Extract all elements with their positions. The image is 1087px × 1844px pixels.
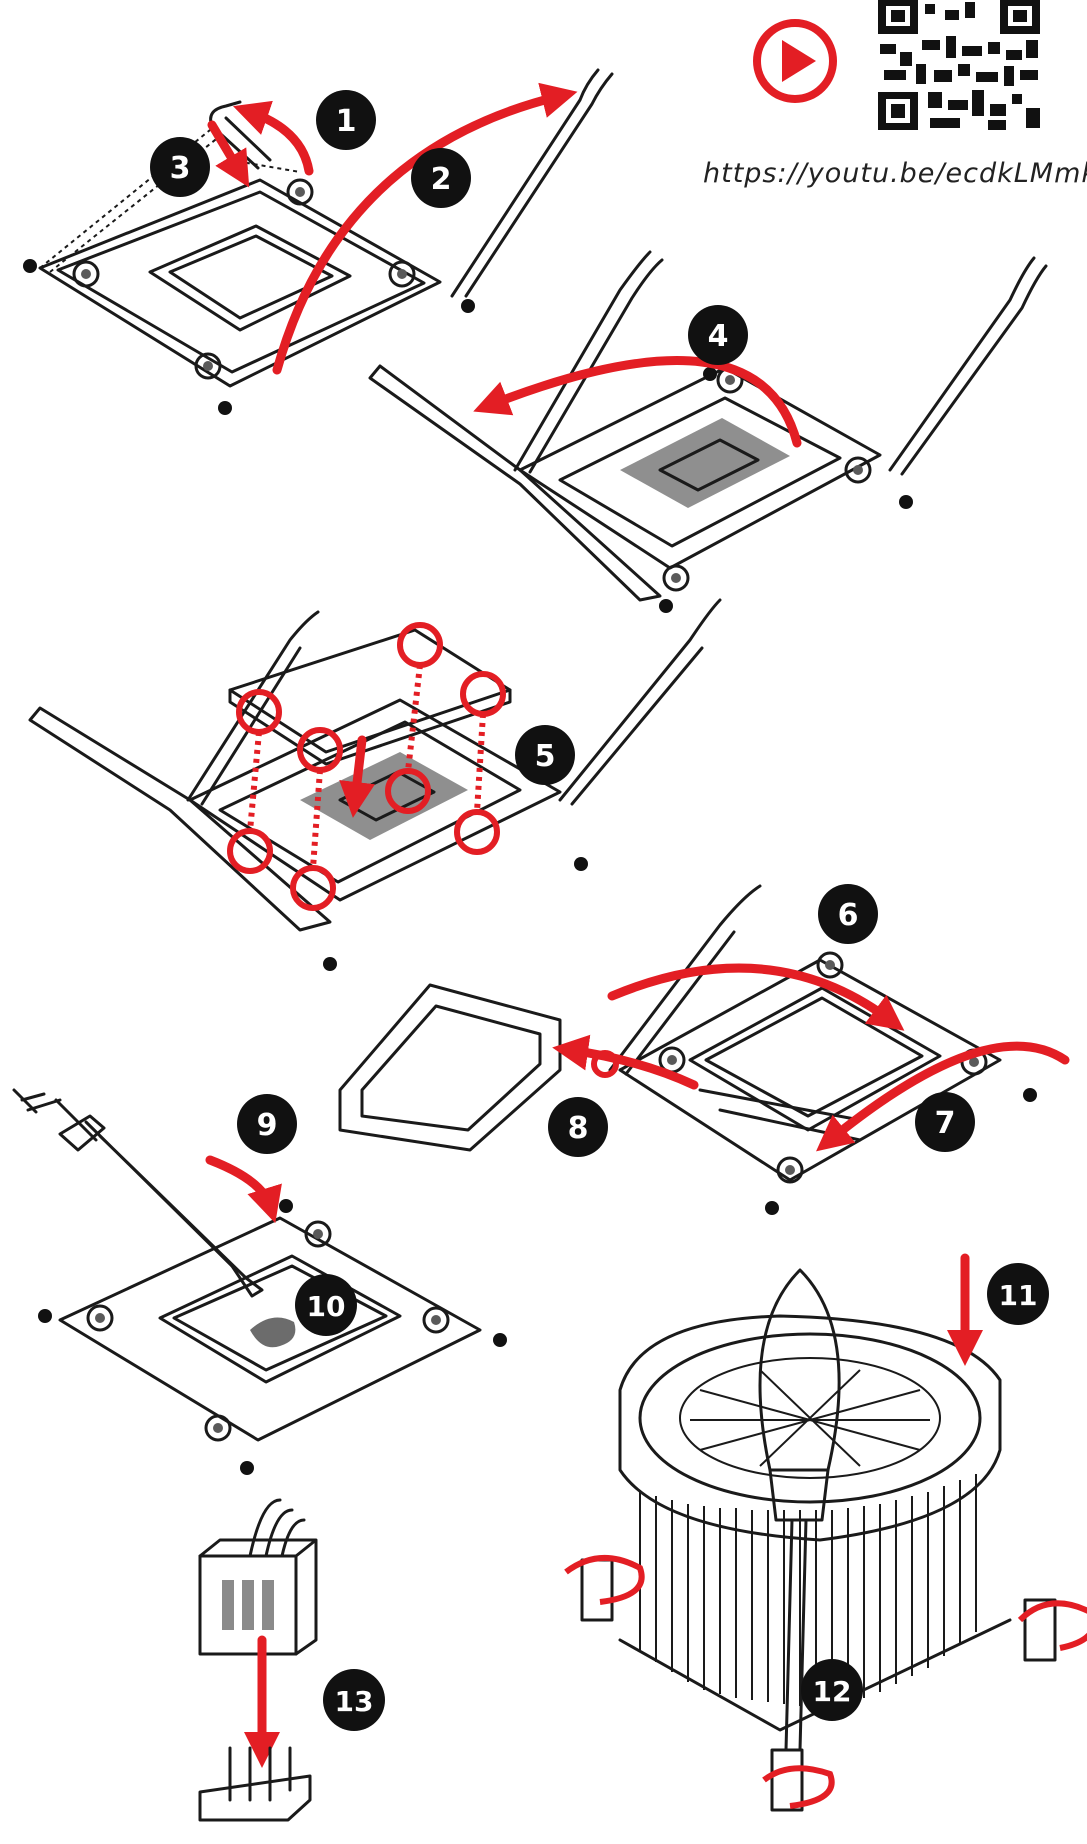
socket-open-illustration	[368, 250, 1048, 613]
step-badge-3: 3	[150, 137, 210, 197]
step-badge-2: 2	[411, 148, 471, 208]
cpu-placement-illustration	[28, 598, 722, 971]
svg-text:11: 11	[999, 1279, 1038, 1312]
cpu-cooler-illustration	[564, 1253, 1087, 1812]
video-url[interactable]: https://youtu.be/ecdkLMmky	[703, 158, 1087, 189]
svg-text:5: 5	[535, 739, 556, 774]
svg-text:9: 9	[257, 1108, 278, 1143]
step-badge-10: 10	[295, 1274, 357, 1336]
svg-text:13: 13	[335, 1685, 374, 1718]
svg-text:2: 2	[431, 162, 452, 197]
thermal-paste-illustration	[12, 1088, 507, 1475]
step-badge-5: 5	[515, 725, 575, 785]
step-badge-13: 13	[323, 1669, 385, 1731]
play-icon[interactable]	[753, 19, 837, 103]
step-badge-6: 6	[818, 884, 878, 944]
svg-text:1: 1	[336, 104, 357, 139]
svg-text:4: 4	[708, 319, 729, 354]
svg-text:10: 10	[307, 1290, 346, 1323]
qr-code-icon	[873, 0, 1048, 133]
fan-connector-illustration	[198, 1498, 318, 1822]
step-badge-7: 7	[915, 1092, 975, 1152]
svg-text:12: 12	[813, 1675, 852, 1708]
step-badge-4: 4	[688, 305, 748, 365]
step-badge-1: 1	[316, 90, 376, 150]
step-badge-9: 9	[237, 1094, 297, 1154]
svg-text:3: 3	[170, 151, 191, 186]
svg-text:7: 7	[935, 1106, 956, 1141]
step-badge-8: 8	[548, 1097, 608, 1157]
socket-closed-illustration	[23, 68, 614, 415]
step-badge-11: 11	[987, 1263, 1049, 1325]
step-badge-12: 12	[801, 1659, 863, 1721]
svg-text:6: 6	[838, 898, 859, 933]
svg-text:8: 8	[568, 1111, 589, 1146]
load-plate-close-illustration	[338, 884, 1070, 1215]
